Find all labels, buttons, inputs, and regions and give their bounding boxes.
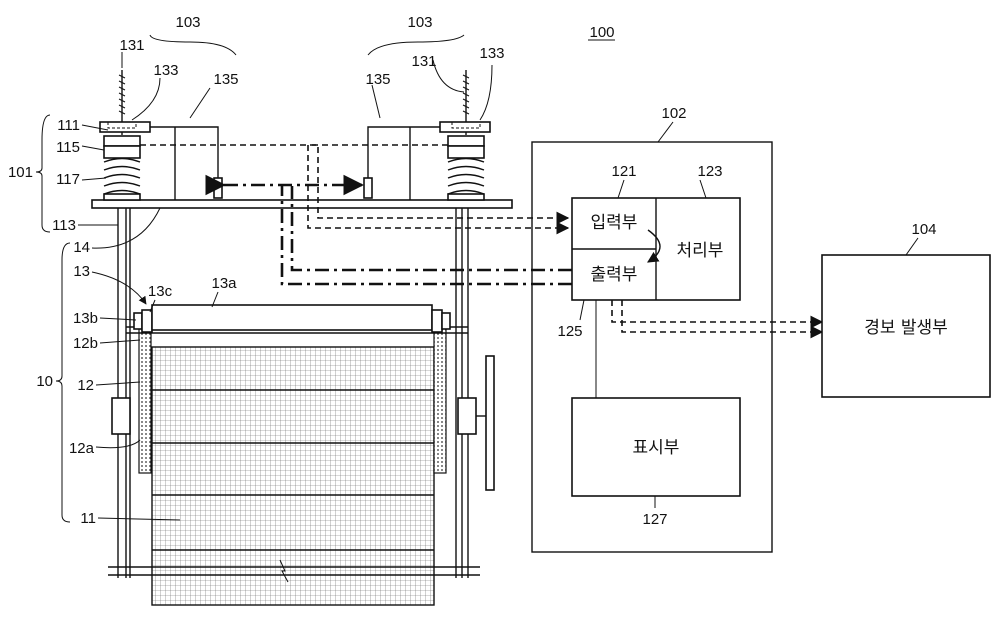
top-roller <box>134 305 450 332</box>
top-plate <box>92 200 512 208</box>
ref-spring: 117 <box>56 171 80 188</box>
processor-label: 처리부 <box>677 241 724 261</box>
ref-alarm: 104 <box>911 221 936 238</box>
ref-controller: 102 <box>661 105 686 122</box>
ref-bolt-left: 131 <box>119 37 144 54</box>
ref-washer: 115 <box>56 139 80 156</box>
ref-input: 121 <box>611 163 636 180</box>
ref-bolt-right: 131 <box>411 53 436 70</box>
ref-bracket-left: 135 <box>213 71 238 88</box>
ref-system: 100 <box>589 24 614 41</box>
ref-bearing: 13b <box>73 310 98 327</box>
ref-plate: 113 <box>52 217 76 234</box>
input-label: 입력부 <box>591 213 638 233</box>
ref-belt: 14 <box>73 239 90 256</box>
ref-roller: 13a <box>211 275 237 292</box>
ref-frame-a: 12a <box>69 440 95 457</box>
ref-upper-frame: 101 <box>8 164 33 181</box>
ref-bracket-right: 135 <box>365 71 390 88</box>
ref-roller-assembly: 13 <box>73 263 90 280</box>
ref-mesh: 11 <box>80 510 96 527</box>
ref-conveyor: 10 <box>36 373 53 390</box>
ref-sensor-right: 133 <box>479 45 504 62</box>
ref-sensor-unit-right: 103 <box>407 14 432 31</box>
ref-processor: 123 <box>697 163 722 180</box>
right-sensor-assembly <box>364 70 490 200</box>
ref-frame: 12 <box>77 377 94 394</box>
ref-sensor-left: 133 <box>153 62 178 79</box>
ref-nut: 111 <box>57 117 80 134</box>
ref-display: 127 <box>642 511 667 528</box>
ref-output: 125 <box>557 323 582 340</box>
ref-shaft-end: 13c <box>148 283 173 300</box>
left-sensor-assembly <box>100 70 222 200</box>
display-label: 표시부 <box>633 438 680 458</box>
alarm-signal-lines <box>612 300 822 332</box>
output-label: 출력부 <box>591 265 638 285</box>
ref-sensor-unit-left: 103 <box>175 14 200 31</box>
ref-frame-b: 12b <box>73 335 98 352</box>
alarm-label: 경보 발생부 <box>864 318 948 338</box>
sensor-signal-lines <box>140 145 568 228</box>
